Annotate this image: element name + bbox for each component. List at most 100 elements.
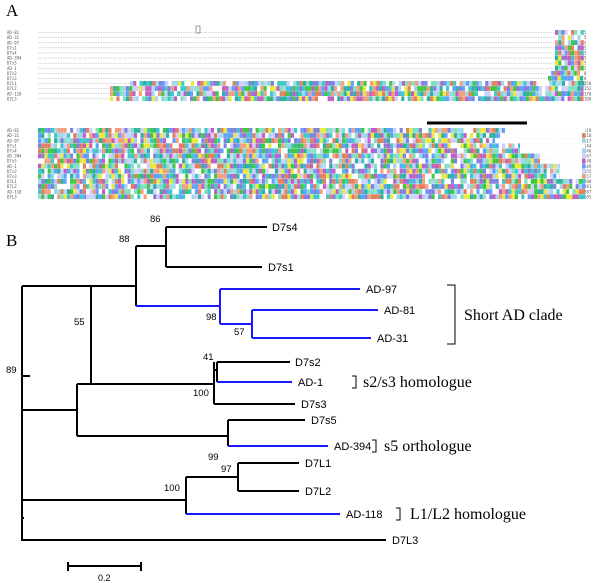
alignment-residue bbox=[185, 184, 189, 189]
alignment-residue bbox=[502, 158, 506, 164]
alignment-residue bbox=[375, 91, 379, 96]
alignment-residue bbox=[70, 184, 74, 189]
alignment-residue bbox=[567, 55, 571, 61]
alignment-residue bbox=[89, 163, 93, 169]
alignment-residue bbox=[201, 133, 205, 138]
alignment-residue bbox=[86, 148, 90, 154]
alignment-residue bbox=[297, 184, 301, 189]
alignment-residue bbox=[402, 168, 406, 174]
alignment-residue bbox=[121, 153, 125, 159]
alignment-residue bbox=[524, 179, 528, 184]
alignment-residue bbox=[60, 143, 64, 149]
alignment-residue bbox=[390, 179, 394, 184]
alignment-residue bbox=[418, 194, 422, 200]
alignment-residue bbox=[265, 158, 269, 164]
alignment-residue bbox=[146, 173, 150, 179]
alignment-residue bbox=[242, 173, 246, 179]
alignment-residue bbox=[105, 133, 109, 138]
alignment-residue bbox=[358, 143, 362, 149]
alignment-residue bbox=[308, 91, 312, 96]
alignment-residue bbox=[350, 96, 354, 102]
phylogenetic-tree bbox=[21, 226, 386, 541]
alignment-residue bbox=[382, 96, 386, 102]
alignment-residue bbox=[450, 148, 454, 154]
alignment-residue bbox=[278, 173, 282, 179]
alignment-residue bbox=[409, 173, 413, 179]
alignment-residue bbox=[132, 86, 136, 91]
alignment-residue bbox=[466, 148, 470, 154]
alignment-residue bbox=[346, 91, 350, 96]
alignment-residue bbox=[534, 184, 538, 189]
alignment-residue bbox=[60, 163, 64, 169]
alignment-residue bbox=[412, 194, 416, 200]
alignment-residue bbox=[138, 96, 142, 102]
alignment-residue bbox=[169, 189, 173, 194]
alignment-residue bbox=[457, 128, 461, 133]
alignment-residue bbox=[350, 81, 354, 86]
alignment-residue bbox=[150, 194, 154, 200]
alignment-residue bbox=[457, 179, 461, 184]
alignment-residue bbox=[137, 158, 141, 164]
alignment-residue bbox=[393, 153, 397, 159]
alignment-residue bbox=[342, 158, 346, 164]
alignment-residue bbox=[348, 163, 352, 169]
alignment-residue bbox=[454, 163, 458, 169]
alignment-residue bbox=[73, 143, 77, 149]
alignment-residue bbox=[548, 75, 552, 81]
alignment-residue bbox=[281, 138, 285, 143]
alignment-residue bbox=[414, 91, 418, 96]
alignment-residue bbox=[428, 153, 432, 159]
alignment-residue bbox=[409, 148, 413, 154]
alignment-residue bbox=[446, 91, 450, 96]
alignment-residue bbox=[236, 173, 240, 179]
alignment-residue bbox=[228, 86, 232, 91]
alignment-residue bbox=[89, 133, 93, 138]
alignment-residue bbox=[252, 173, 256, 179]
alignment-residue bbox=[60, 194, 64, 200]
alignment-residue bbox=[511, 143, 515, 149]
alignment-residue bbox=[335, 194, 339, 200]
alignment-residue bbox=[404, 96, 408, 102]
alignment-residue bbox=[415, 153, 419, 159]
alignment-residue bbox=[44, 153, 48, 159]
alignment-residue bbox=[495, 153, 499, 159]
alignment-seq-name: D7s5 bbox=[7, 159, 17, 164]
alignment-residue bbox=[290, 173, 294, 179]
alignment-residue bbox=[232, 81, 236, 86]
alignment-residue bbox=[102, 153, 106, 159]
alignment-residue bbox=[463, 179, 467, 184]
alignment-residue bbox=[422, 138, 426, 143]
alignment-residue bbox=[204, 143, 208, 149]
alignment-residue bbox=[102, 173, 106, 179]
alignment-residue bbox=[214, 163, 218, 169]
alignment-residue bbox=[362, 91, 366, 96]
alignment-residue bbox=[57, 173, 61, 179]
alignment-residue bbox=[47, 194, 51, 200]
alignment-residue bbox=[498, 148, 502, 154]
alignment-residue bbox=[142, 86, 146, 91]
alignment-residue bbox=[194, 179, 198, 184]
alignment-residue bbox=[329, 143, 333, 149]
alignment-residue bbox=[198, 189, 202, 194]
alignment-residue bbox=[92, 158, 96, 164]
alignment-residue bbox=[223, 184, 227, 189]
alignment-residue bbox=[566, 194, 570, 200]
alignment-residue bbox=[348, 148, 352, 154]
alignment-residue bbox=[290, 184, 294, 189]
alignment-residue bbox=[79, 153, 83, 159]
alignment-residue bbox=[335, 173, 339, 179]
alignment-residue bbox=[220, 194, 224, 200]
alignment-residue bbox=[191, 163, 195, 169]
alignment-residue bbox=[255, 128, 259, 133]
alignment-residue bbox=[111, 148, 115, 154]
alignment-residue bbox=[414, 81, 418, 86]
alignment-residue bbox=[559, 179, 563, 184]
alignment-residue bbox=[108, 138, 112, 143]
alignment-residue bbox=[482, 194, 486, 200]
alignment-residue bbox=[79, 173, 83, 179]
alignment-residue bbox=[564, 60, 568, 66]
alignment-residue bbox=[454, 194, 458, 200]
alignment-residue bbox=[378, 91, 382, 96]
alignment-residue bbox=[478, 81, 482, 86]
alignment-residue bbox=[343, 91, 347, 96]
